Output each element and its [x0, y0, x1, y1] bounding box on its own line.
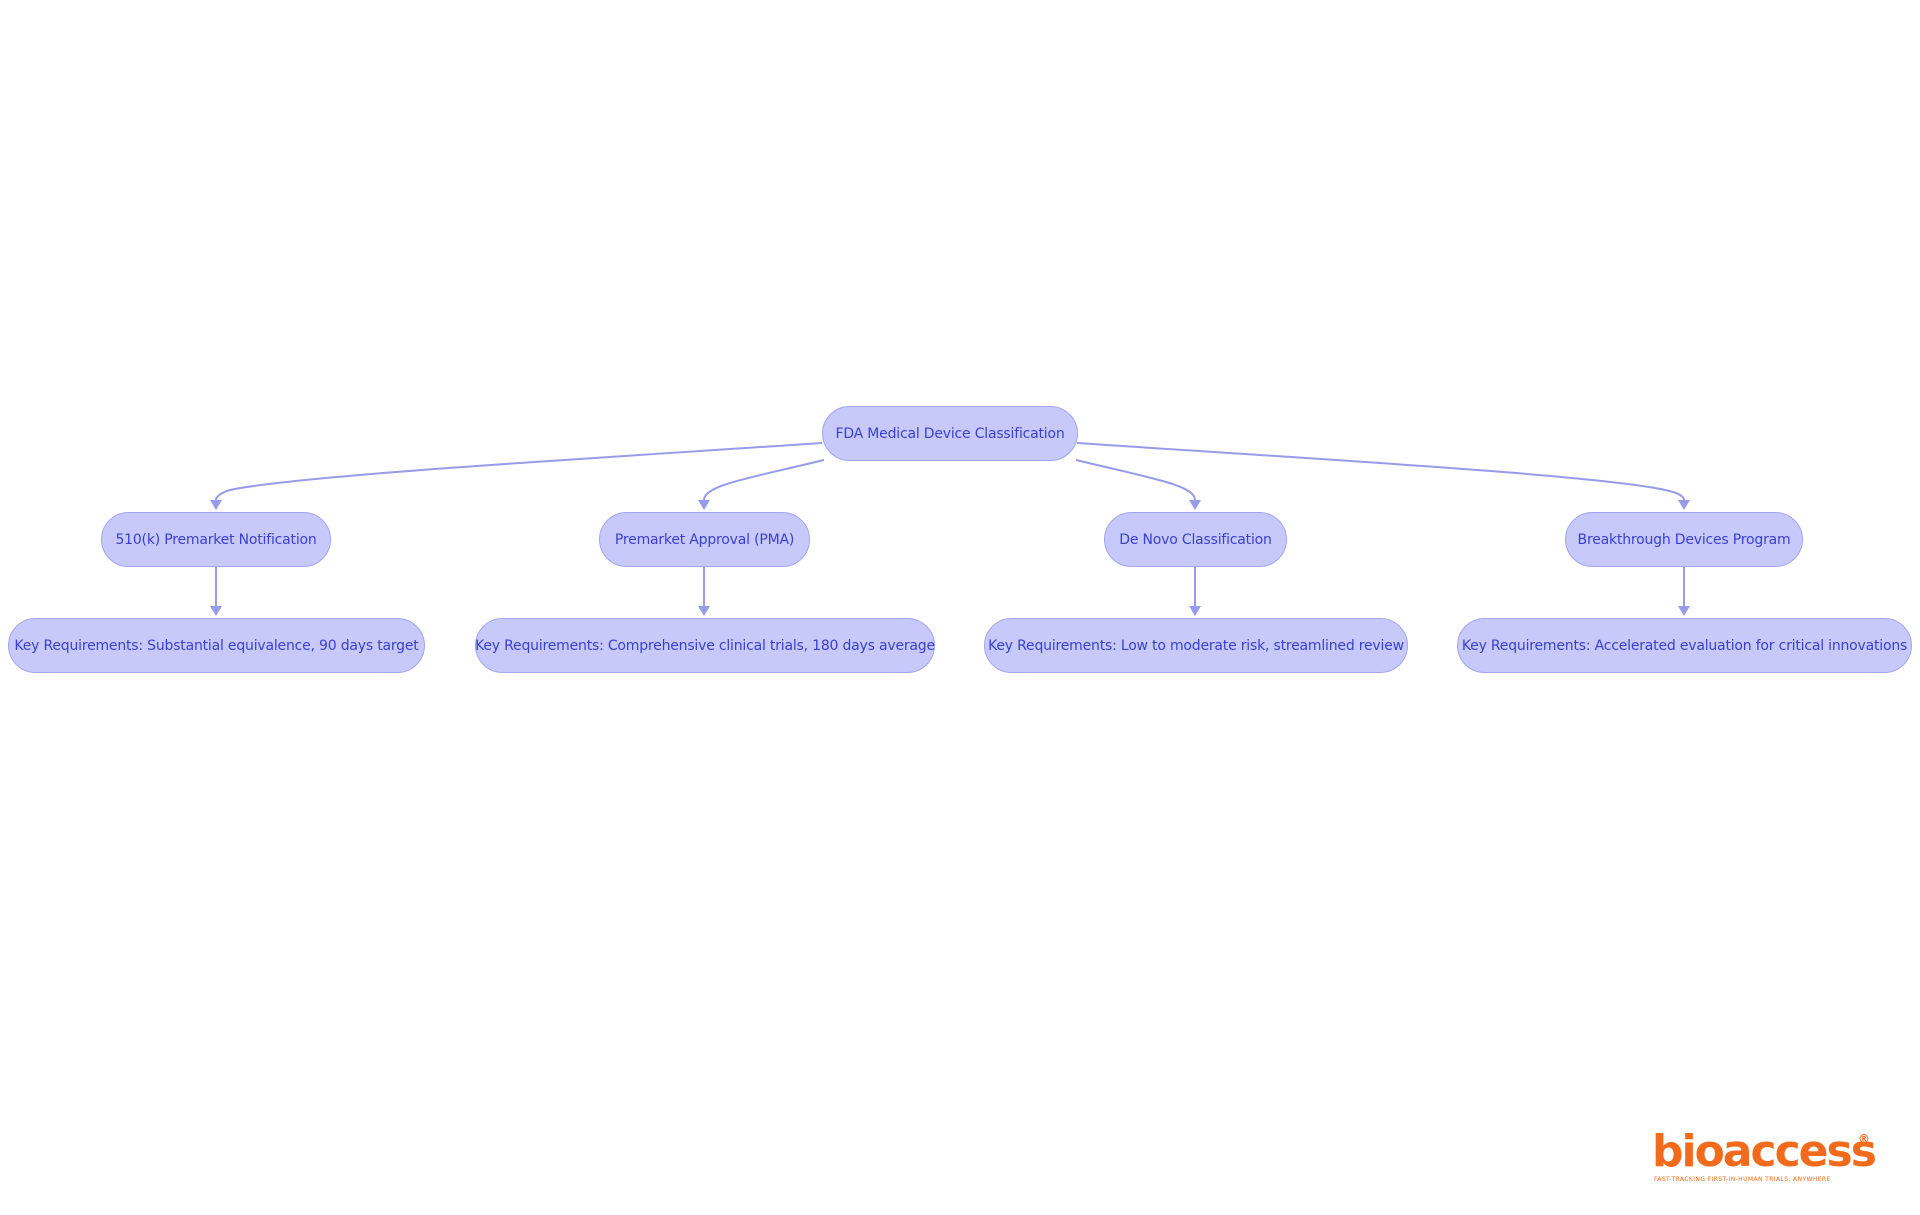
arrowhead-breakthrough — [1678, 500, 1690, 510]
logo-tagline: FAST-TRACKING FIRST-IN-HUMAN TRIALS, ANY… — [1654, 1176, 1831, 1183]
connector-root-to-breakthrough — [1076, 442, 1685, 501]
arrowhead-denovo-req — [1189, 606, 1201, 616]
requirement-node-510k: Key Requirements: Substantial equivalenc… — [8, 618, 425, 673]
connector-root-to-pma — [703, 459, 825, 501]
requirement-node-pma: Key Requirements: Comprehensive clinical… — [475, 618, 935, 673]
arrowhead-breakthrough-req — [1678, 606, 1690, 616]
pathway-node-label: 510(k) Premarket Notification — [115, 531, 317, 548]
pathway-node-pma: Premarket Approval (PMA) — [599, 512, 810, 567]
requirement-node-de-novo: Key Requirements: Low to moderate risk, … — [984, 618, 1408, 673]
requirement-node-label: Key Requirements: Accelerated evaluation… — [1461, 637, 1908, 654]
connector-root-to-510k — [215, 442, 823, 501]
pathway-node-510k: 510(k) Premarket Notification — [101, 512, 331, 567]
pathway-node-breakthrough: Breakthrough Devices Program — [1565, 512, 1803, 567]
root-node-fda-classification: FDA Medical Device Classification — [822, 406, 1078, 461]
connector-root-to-denovo — [1075, 459, 1196, 501]
arrowhead-pma-req — [698, 606, 710, 616]
requirement-node-breakthrough: Key Requirements: Accelerated evaluation… — [1457, 618, 1912, 673]
pathway-node-label: De Novo Classification — [1119, 531, 1272, 548]
requirement-node-label: Key Requirements: Comprehensive clinical… — [475, 637, 935, 654]
pathway-node-label: Breakthrough Devices Program — [1577, 531, 1791, 548]
arrowhead-510k-req — [210, 606, 222, 616]
arrowhead-pma — [698, 500, 710, 510]
requirement-node-label: Key Requirements: Substantial equivalenc… — [14, 637, 419, 654]
root-node-label: FDA Medical Device Classification — [835, 425, 1065, 442]
pathway-node-label: Premarket Approval (PMA) — [614, 531, 795, 548]
logo-wordmark: bioaccess — [1652, 1126, 1877, 1177]
arrowhead-510k — [210, 500, 222, 510]
pathway-node-de-novo: De Novo Classification — [1104, 512, 1287, 567]
registered-mark: ® — [1858, 1132, 1870, 1146]
arrowhead-denovo — [1189, 500, 1201, 510]
requirement-node-label: Key Requirements: Low to moderate risk, … — [988, 637, 1404, 654]
bioaccess-logo: bioaccess ® FAST-TRACKING FIRST-IN-HUMAN… — [1652, 1128, 1884, 1184]
